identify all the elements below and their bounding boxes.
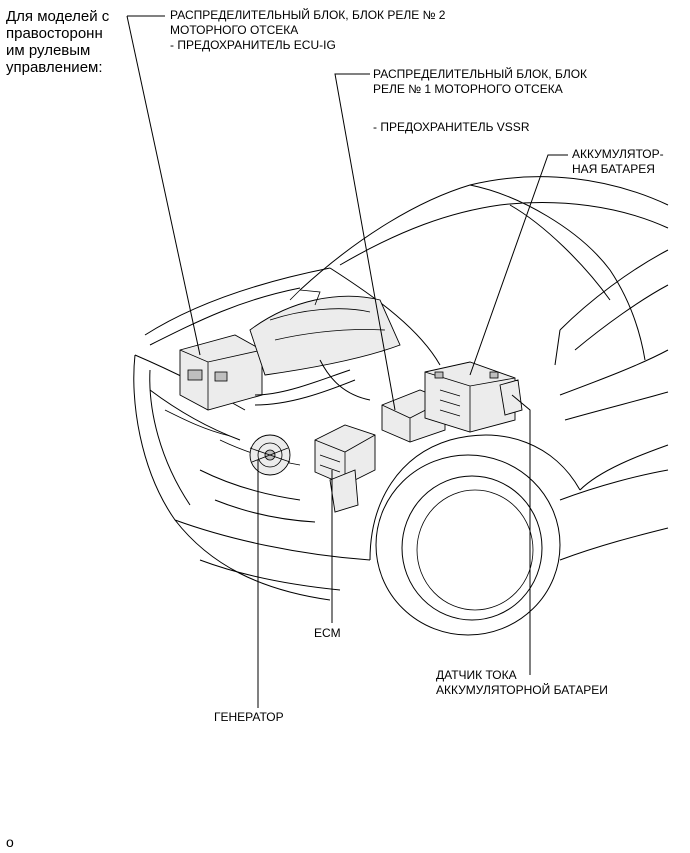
current-sensor-line1: ДАТЧИК ТОКА [436,668,517,682]
battery-line2: НАЯ БАТАРЕЯ [572,162,655,176]
relay-block-1-fuse: - ПРЕДОХРАНИТЕЛЬ VSSR [373,120,530,134]
relay-block-2-line2: МОТОРНОГО ОТСЕКА [170,23,299,37]
current-sensor-line2: АККУМУЛЯТОРНОЙ БАТАРЕИ [436,683,608,697]
current-sensor-label: ДАТЧИК ТОКА АККУМУЛЯТОРНОЙ БАТАРЕИ [436,668,608,698]
relay-block-1-line1: РАСПРЕДЕЛИТЕЛЬНЫЙ БЛОК, БЛОК [373,67,588,81]
generator-label: ГЕНЕРАТОР [214,710,284,724]
relay-block-2-line1: РАСПРЕДЕЛИТЕЛЬНЫЙ БЛОК, БЛОК РЕЛЕ № 2 [170,8,446,22]
rhd-note-line3: им рулевым [6,42,91,59]
relay-block-1-label: РАСПРЕДЕЛИТЕЛЬНЫЙ БЛОК, БЛОК РЕЛЕ № 1 МО… [373,67,587,97]
battery-label: АККУМУЛЯТОР- НАЯ БАТАРЕЯ [572,147,664,177]
relay-block-2-line3: - ПРЕДОХРАНИТЕЛЬ ECU-IG [170,38,336,52]
battery-line1: АККУМУЛЯТОР- [572,147,664,161]
rhd-note-line2: правосторонн [6,25,103,42]
ecm-label: ECM [314,626,341,640]
relay-block-1-line2: РЕЛЕ № 1 МОТОРНОГО ОТСЕКА [373,82,563,96]
rhd-note-line1: Для моделей с [6,8,110,25]
car-body [133,176,669,636]
engine-components [179,289,523,513]
relay-block-2-label: РАСПРЕДЕЛИТЕЛЬНЫЙ БЛОК, БЛОК РЕЛЕ № 2 МО… [170,8,445,53]
figure-code: o [6,834,14,850]
rhd-note: Для моделей с правосторонн им рулевым уп… [6,8,109,76]
rhd-note-line4: управлением: [6,59,103,76]
leader-lines [126,15,568,708]
